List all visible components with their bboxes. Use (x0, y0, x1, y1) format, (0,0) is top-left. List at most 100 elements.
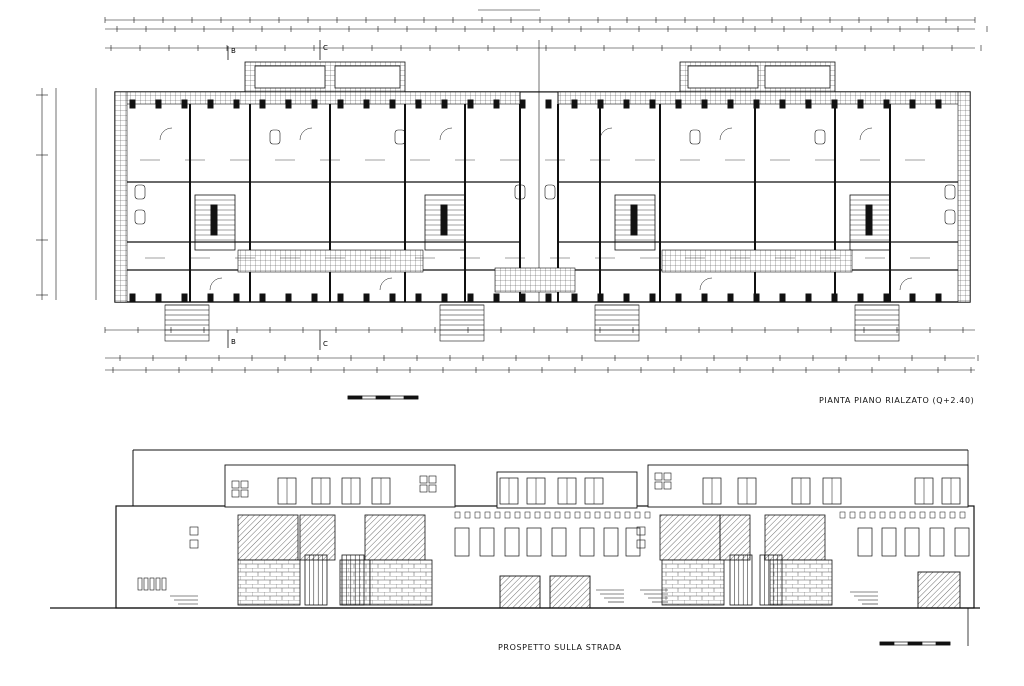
facade-window (603, 527, 619, 557)
steps (854, 304, 900, 342)
pier (935, 99, 942, 109)
section-mark-b-bottom: B (231, 338, 236, 346)
door-swing (439, 127, 453, 141)
brick-base (769, 559, 833, 606)
pier (701, 293, 708, 303)
facade-window (881, 527, 897, 557)
sanitary-fixture (134, 209, 146, 225)
pier (805, 99, 812, 109)
loggia-recess (719, 514, 751, 561)
plan-title: PIANTA PIANO RIALZATO (Q+2.40) (819, 396, 975, 405)
pier (389, 99, 396, 109)
facade-window (551, 527, 567, 557)
plan-dimensions-bottom (105, 329, 975, 371)
pier (129, 99, 136, 109)
door-swing (699, 277, 713, 291)
garage-door (549, 575, 591, 609)
pier (259, 99, 266, 109)
facade-window (479, 527, 495, 557)
entrance-door (729, 554, 753, 606)
pier (467, 293, 474, 303)
square-window (189, 539, 199, 549)
pier (181, 293, 188, 303)
pier (909, 99, 916, 109)
pier (467, 99, 474, 109)
garage-door (917, 571, 961, 609)
pier (597, 293, 604, 303)
door-swing (209, 277, 223, 291)
facade-window (857, 527, 873, 557)
door-swing (379, 277, 393, 291)
pier (779, 293, 786, 303)
pier (753, 99, 760, 109)
pier (571, 293, 578, 303)
pier (779, 99, 786, 109)
facade-window (579, 527, 595, 557)
door-swing (599, 127, 613, 141)
small-window (654, 472, 663, 481)
door-swing (159, 127, 173, 141)
door-swing (859, 127, 873, 141)
facade-window (526, 527, 542, 557)
pier (701, 99, 708, 109)
pier (597, 99, 604, 109)
tiled-loggia (661, 249, 853, 273)
loggia-recess (659, 514, 721, 561)
small-window (663, 472, 672, 481)
entrance-steps (164, 304, 900, 342)
roof-terraces (244, 61, 836, 93)
brick-base (237, 559, 301, 606)
pier (415, 99, 422, 109)
facade-window (504, 527, 520, 557)
steps (439, 304, 485, 342)
pier (181, 99, 188, 109)
brick-base (369, 559, 433, 606)
pier (883, 293, 890, 303)
sanitary-fixture (944, 184, 956, 200)
small-window (419, 484, 428, 493)
pier (727, 99, 734, 109)
pier (363, 99, 370, 109)
strip-window (155, 577, 161, 591)
facade-window (904, 527, 920, 557)
pier (935, 293, 942, 303)
pier (675, 99, 682, 109)
small-window (231, 480, 240, 489)
sanitary-fixture (394, 129, 406, 145)
steps (164, 304, 210, 342)
square-window (636, 539, 646, 549)
loggia-recess (299, 514, 336, 561)
pier (519, 99, 526, 109)
pier (545, 99, 552, 109)
pier (155, 99, 162, 109)
pier (415, 293, 422, 303)
pier (441, 293, 448, 303)
pier (337, 293, 344, 303)
small-window (231, 489, 240, 498)
square-window (189, 526, 199, 536)
elevation-scale-bar (879, 641, 951, 646)
pier (155, 293, 162, 303)
loggia-recess (764, 514, 826, 561)
pier (337, 99, 344, 109)
pier (285, 293, 292, 303)
pier (233, 293, 240, 303)
sanitary-fixture (544, 184, 556, 200)
facade-window (954, 527, 970, 557)
small-window (663, 481, 672, 490)
pier (311, 99, 318, 109)
entrance-door (341, 554, 365, 606)
small-window (654, 481, 663, 490)
pier (831, 293, 838, 303)
pier (883, 99, 890, 109)
pier (129, 293, 136, 303)
section-mark-c-bottom: C (323, 340, 328, 348)
pier (441, 99, 448, 109)
small-window (240, 489, 249, 498)
pier (753, 293, 760, 303)
door-swing (719, 127, 733, 141)
plan-dimensions-left (36, 88, 97, 300)
pier (545, 293, 552, 303)
